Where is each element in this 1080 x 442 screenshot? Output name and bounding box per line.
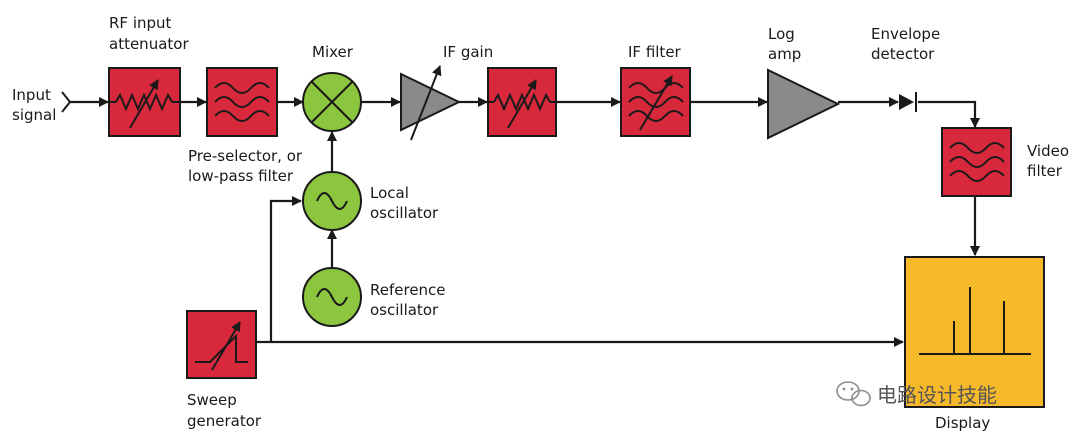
- watermark-text: 电路设计技能: [877, 383, 997, 407]
- log-amp-block: [767, 68, 841, 140]
- envelope-detector: [899, 92, 917, 112]
- reference-oscillator-label-line1: Reference: [370, 281, 446, 299]
- ramp-icon: [195, 321, 248, 371]
- reference-oscillator-block: [302, 267, 362, 327]
- preselector-label-line2: low-pass filter: [188, 167, 294, 185]
- wire-detector-to-video-filter: [918, 100, 980, 128]
- variable-gain-arrow-icon: [410, 65, 442, 141]
- log-amp-label-line2: amp: [768, 45, 801, 63]
- reference-oscillator-label-line2: oscillator: [370, 301, 439, 319]
- labels: Input signal RF input attenuator Pre-sel…: [12, 14, 1069, 432]
- watermark: 电路设计技能: [836, 381, 997, 407]
- spectrum-lines-icon: [919, 287, 1031, 355]
- variable-resistor-icon: [109, 79, 180, 129]
- filter-waves-icon: [949, 142, 1005, 182]
- if-filter-label: IF filter: [628, 43, 682, 61]
- sweep-generator-label-line2: generator: [187, 412, 262, 430]
- rf-attenuator-block: [108, 67, 181, 137]
- input-label-line1: Input: [12, 86, 51, 104]
- if-gain-label: IF gain: [443, 43, 493, 61]
- video-filter-label-line1: Video: [1027, 142, 1069, 160]
- mixer-cross-icon: [311, 81, 353, 123]
- amplifier-triangle-icon: [767, 68, 841, 140]
- display-block: [904, 256, 1045, 408]
- if-attenuator-block: [487, 67, 557, 137]
- if-filter-block: [620, 67, 691, 137]
- local-oscillator-label-line1: Local: [370, 184, 409, 202]
- envelope-detector-label-line2: detector: [871, 45, 935, 63]
- filter-waves-icon: [628, 75, 684, 131]
- signal-wires: [61, 91, 980, 347]
- mixer-label: Mixer: [312, 43, 354, 61]
- rf-attenuator-label-line1: RF input: [109, 14, 172, 32]
- video-filter-label-line2: filter: [1027, 162, 1063, 180]
- local-oscillator-block: [302, 171, 362, 231]
- wechat-logo-icon: [836, 381, 871, 407]
- video-filter-block: [941, 127, 1012, 197]
- if-gain-amplifier: [400, 65, 462, 141]
- display-label: Display: [935, 414, 990, 432]
- sine-wave-icon: [316, 192, 348, 210]
- mixer-block: [302, 72, 362, 132]
- input-label-line2: signal: [12, 106, 56, 124]
- wire-sweep-to-local-oscillator: [269, 196, 302, 342]
- filter-waves-icon: [214, 82, 270, 122]
- preselector-label-line1: Pre-selector, or: [188, 147, 303, 165]
- local-oscillator-label-line2: oscillator: [370, 204, 439, 222]
- diode-icon: [899, 94, 914, 110]
- sweep-generator-label-line1: Sweep: [187, 391, 237, 409]
- log-amp-label-line1: Log: [768, 25, 795, 43]
- sine-wave-icon: [316, 288, 348, 306]
- preselector-filter-block: [206, 67, 278, 137]
- variable-resistor-icon: [488, 79, 556, 129]
- rf-attenuator-label-line2: attenuator: [109, 35, 189, 53]
- input-connector: [61, 91, 72, 113]
- envelope-detector-label-line1: Envelope: [871, 25, 940, 43]
- sweep-generator-block: [186, 310, 257, 379]
